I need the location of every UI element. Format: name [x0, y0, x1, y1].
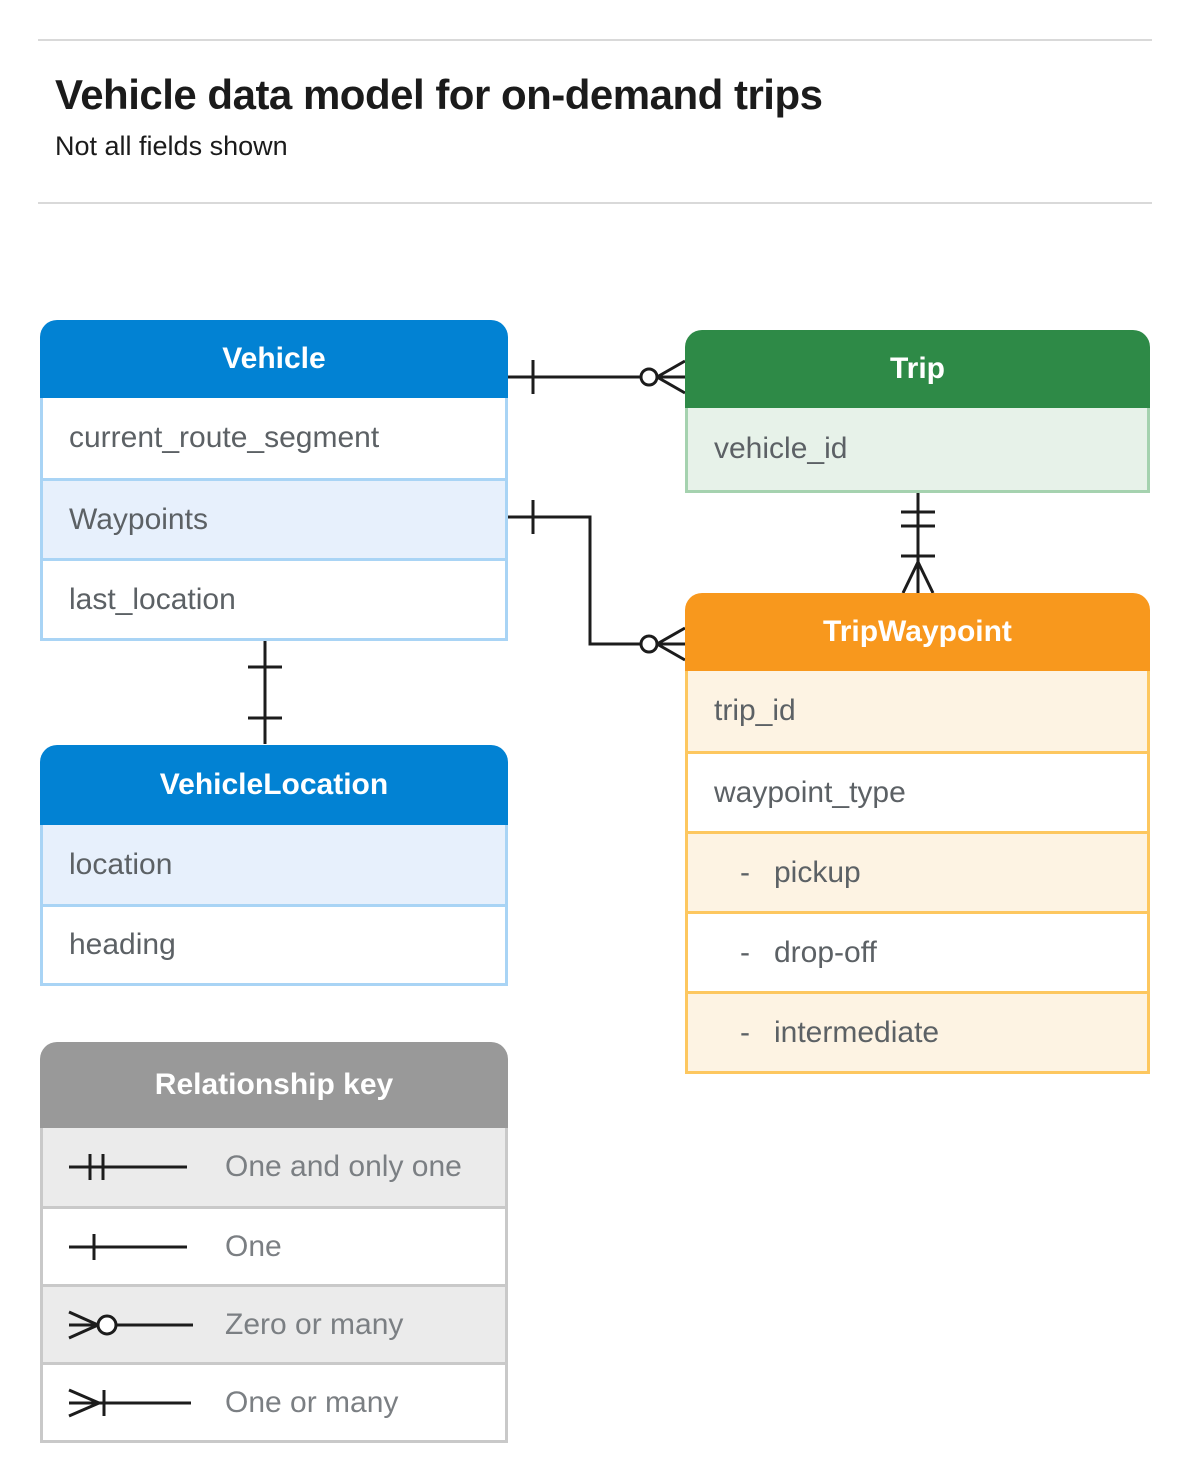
entity-rows: vehicle_id	[685, 408, 1150, 493]
legend-row: One	[43, 1206, 505, 1284]
field-label: trip_id	[714, 694, 796, 727]
divider	[38, 39, 1152, 41]
legend-label: One or many	[225, 1385, 399, 1419]
table-row: location	[43, 825, 505, 904]
trip-tripwaypoint-connector	[901, 490, 935, 594]
field-label: heading	[69, 928, 176, 961]
legend-row: One and only one	[43, 1128, 505, 1206]
entity-rows: location heading	[40, 825, 508, 986]
one-and-only-one-icon	[65, 1149, 197, 1185]
divider	[38, 202, 1152, 204]
entity-title: TripWaypoint	[685, 593, 1150, 671]
field-label: vehicle_id	[714, 432, 848, 465]
legend-label: One	[225, 1229, 282, 1263]
legend-label: Zero or many	[225, 1307, 404, 1341]
table-row: -drop-off	[688, 911, 1147, 991]
table-row: last_location	[43, 558, 505, 638]
table-row: vehicle_id	[688, 408, 1147, 490]
zero-or-many-icon	[65, 1307, 197, 1343]
table-row: current_route_segment	[43, 398, 505, 478]
vehicle-vehiclelocation-connector	[248, 636, 282, 744]
vehicle-trip-connector	[508, 359, 686, 395]
field-label: intermediate	[774, 1015, 940, 1049]
bullet-dash: -	[740, 935, 750, 969]
field-label: Waypoints	[69, 502, 208, 536]
legend-row: Zero or many	[43, 1284, 505, 1362]
field-label: location	[69, 847, 173, 881]
table-row: trip_id	[688, 671, 1147, 751]
legend-label: One and only one	[225, 1150, 462, 1183]
one-icon	[65, 1229, 197, 1265]
field-label: waypoint_type	[714, 775, 906, 809]
table-row: -intermediate	[688, 991, 1147, 1071]
table-row: Waypoints	[43, 478, 505, 558]
table-row: heading	[43, 904, 505, 983]
entity-vehicle-location: VehicleLocation location heading	[40, 745, 508, 986]
entity-title: Vehicle	[40, 320, 508, 398]
bullet-dash: -	[740, 1015, 750, 1049]
field-label: pickup	[774, 855, 861, 889]
entity-trip: Trip vehicle_id	[685, 330, 1150, 493]
legend-row: One or many	[43, 1362, 505, 1440]
table-row: -pickup	[688, 831, 1147, 911]
legend-title: Relationship key	[40, 1042, 508, 1128]
field-label: drop-off	[774, 935, 877, 969]
vehicle-waypoints-tripwaypoint-connector	[508, 500, 686, 662]
bullet-dash: -	[740, 855, 750, 889]
entity-title: VehicleLocation	[40, 745, 508, 825]
entity-title: Trip	[685, 330, 1150, 408]
page-subtitle: Not all fields shown	[55, 131, 288, 161]
field-label: current_route_segment	[69, 421, 380, 454]
page-title: Vehicle data model for on-demand trips	[55, 71, 823, 118]
table-row: waypoint_type	[688, 751, 1147, 831]
one-or-many-icon	[65, 1385, 197, 1421]
field-label: last_location	[69, 582, 236, 616]
